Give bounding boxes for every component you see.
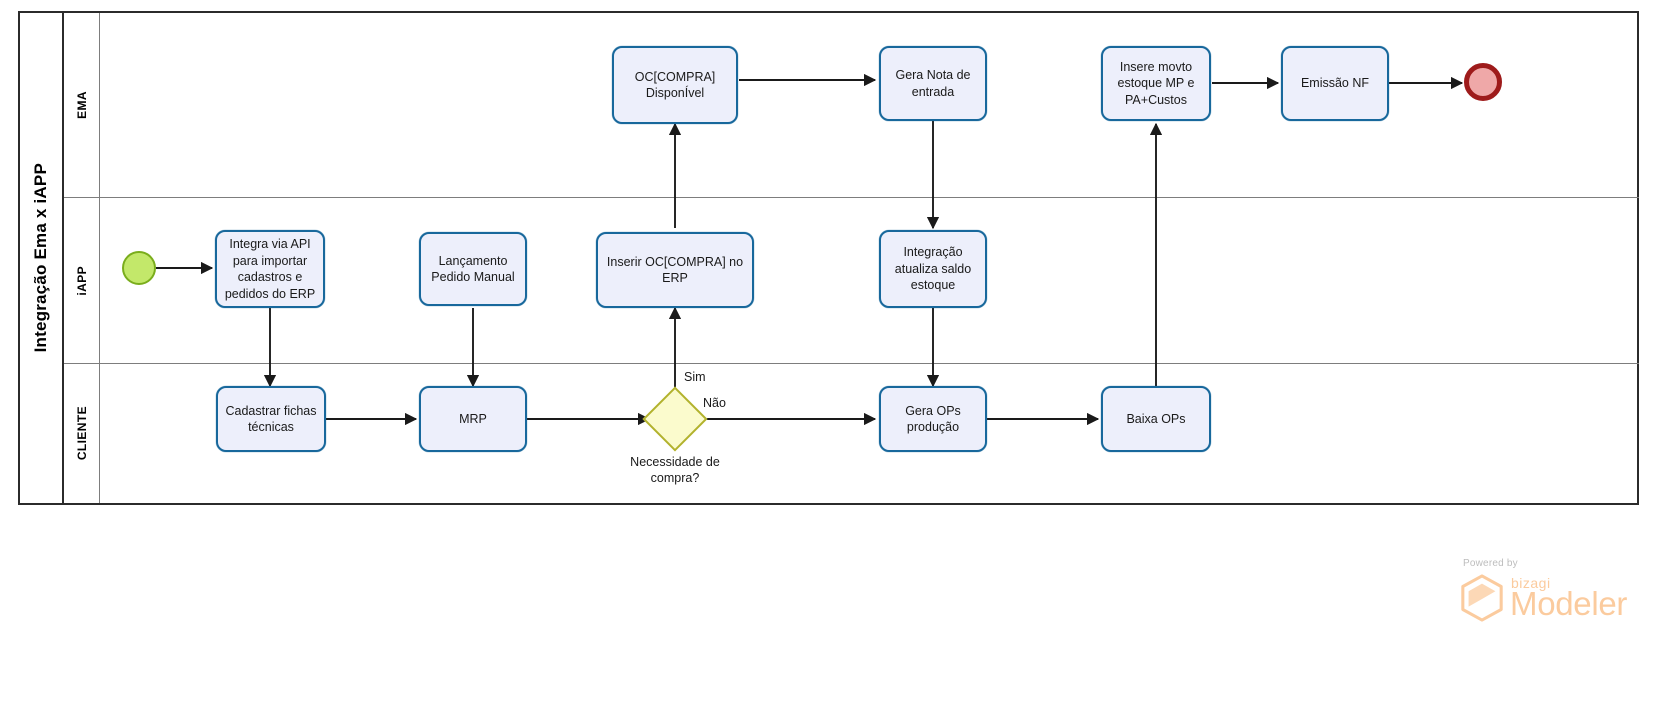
flow-label-nao: Não [703, 396, 726, 410]
task-inserir-oc-compra-erp[interactable]: Inserir OC[COMPRA] no ERP [596, 232, 754, 308]
lane-label-ema: EMA [74, 91, 89, 119]
lane-header-cliente: CLIENTE [64, 364, 100, 503]
task-emissao-nf[interactable]: Emissão NF [1281, 46, 1389, 121]
lane-divider-2 [64, 363, 1639, 364]
lane-header-ema: EMA [64, 13, 100, 197]
lane-label-cliente: CLIENTE [74, 406, 89, 461]
task-gera-ops-producao[interactable]: Gera OPs produção [879, 386, 987, 452]
gateway-label: Necessidade de compra? [630, 455, 720, 486]
bizagi-hexagon-icon [1461, 574, 1503, 622]
lane-divider-1 [64, 197, 1639, 198]
pool-title: Integração Ema x iAPP [31, 163, 50, 353]
task-gera-nota-entrada[interactable]: Gera Nota de entrada [879, 46, 987, 121]
lane-cliente: CLIENTE [64, 364, 1639, 503]
bizagi-watermark: Powered by bizagi Modeler [1441, 558, 1641, 628]
watermark-product: Modeler [1510, 585, 1628, 622]
task-integra-via-api[interactable]: Integra via API para importar cadastros … [215, 230, 325, 308]
pool-header: Integração Ema x iAPP [20, 13, 64, 503]
end-event[interactable] [1464, 63, 1502, 101]
watermark-brand: bizagi [1511, 575, 1551, 591]
start-event[interactable] [122, 251, 156, 285]
task-cadastrar-fichas-tecnicas[interactable]: Cadastrar fichas técnicas [216, 386, 326, 452]
lane-ema: EMA [64, 13, 1639, 197]
task-mrp[interactable]: MRP [419, 386, 527, 452]
lane-header-iapp: iAPP [64, 198, 100, 363]
watermark-powered-by: Powered by [1463, 558, 1518, 569]
task-oc-compra-disponivel[interactable]: OC[COMPRA] DisponÍvel [612, 46, 738, 124]
task-lancamento-pedido-manual[interactable]: Lançamento Pedido Manual [419, 232, 527, 306]
task-integracao-atualiza-saldo[interactable]: Integração atualiza saldo estoque [879, 230, 987, 308]
lane-label-iapp: iAPP [74, 265, 89, 296]
task-baixa-ops[interactable]: Baixa OPs [1101, 386, 1211, 452]
task-insere-movto-estoque[interactable]: Insere movto estoque MP e PA+Custos [1101, 46, 1211, 121]
flow-label-sim: Sim [684, 370, 706, 384]
lane-iapp: iAPP [64, 198, 1639, 363]
